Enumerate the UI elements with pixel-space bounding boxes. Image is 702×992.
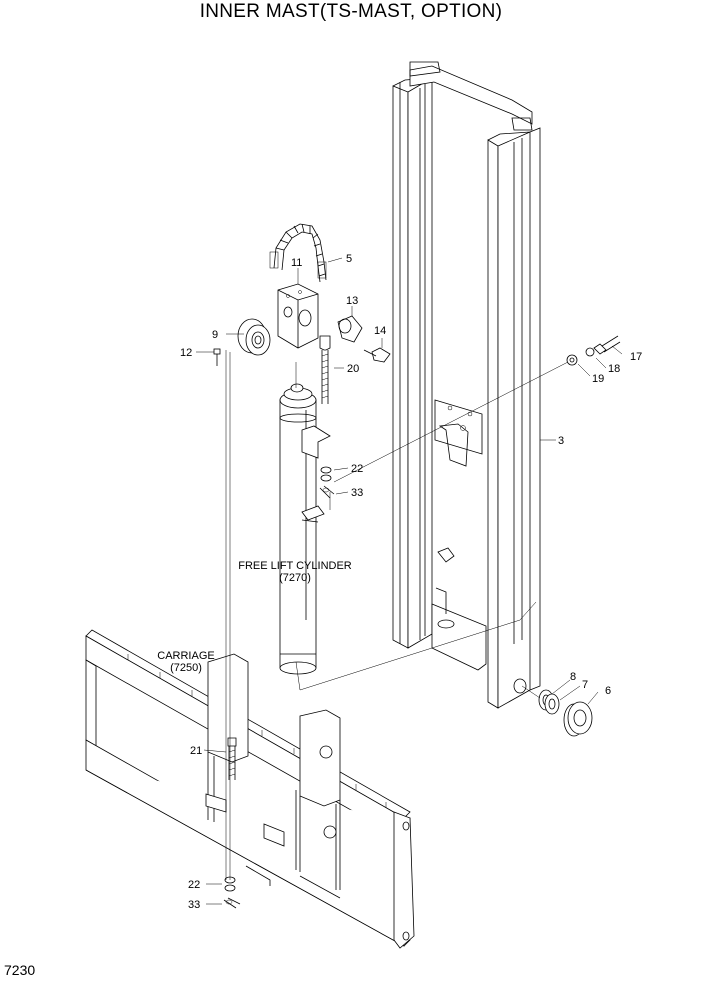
callout-5: 5 <box>346 253 352 265</box>
washer-19 <box>566 354 578 366</box>
sheave-wheel <box>237 318 271 356</box>
pin-33-upper <box>319 485 335 499</box>
bolt-12 <box>213 348 221 366</box>
assembly-lines <box>225 350 569 880</box>
pin-33-lower <box>223 897 241 909</box>
chain-sheave-bracket <box>277 283 319 349</box>
callout-8: 8 <box>570 671 576 683</box>
callout-9: 9 <box>212 329 218 341</box>
carriage <box>85 629 415 949</box>
label-free-lift-cylinder: FREE LIFT CYLINDER <box>238 560 352 572</box>
lift-chain <box>269 223 327 283</box>
chain-clamp <box>337 315 363 343</box>
roller-bearing-6 <box>563 701 593 737</box>
callout-18: 18 <box>608 363 620 375</box>
callout-numbers: 3 5 11 9 12 13 14 20 22 33 17 18 19 8 7 … <box>180 253 642 911</box>
callout-11: 11 <box>291 257 302 269</box>
label-carriage-ref: (7250) <box>170 662 202 674</box>
label-free-lift-cylinder-ref: (7270) <box>279 572 311 584</box>
chain-anchor-bolt <box>319 335 331 404</box>
callout-14: 14 <box>374 325 386 337</box>
inner-mast <box>392 61 541 709</box>
callout-33-lower: 33 <box>188 899 200 911</box>
washer-18 <box>585 347 595 357</box>
diagram-labels: FREE LIFT CYLINDER (7270) CARRIAGE (7250… <box>157 560 352 674</box>
page-number: 7230 <box>4 962 36 978</box>
bolt-14 <box>363 347 391 363</box>
callout-22-lower: 22 <box>188 879 200 891</box>
callout-20: 20 <box>347 363 359 375</box>
nut-22-upper <box>320 466 332 482</box>
callout-33-upper: 33 <box>351 487 363 499</box>
free-lift-cylinder <box>279 383 331 675</box>
callout-6: 6 <box>605 685 611 697</box>
callout-19: 19 <box>592 373 604 385</box>
label-carriage: CARRIAGE <box>157 650 214 662</box>
shim-7 <box>544 693 560 715</box>
callout-12: 12 <box>180 347 192 359</box>
bolt-17 <box>593 335 621 355</box>
callout-17: 17 <box>630 351 642 363</box>
leader-lines <box>196 257 623 905</box>
callout-21: 21 <box>190 745 202 757</box>
callout-13: 13 <box>346 295 358 307</box>
callout-3: 3 <box>558 435 564 447</box>
callout-22-upper: 22 <box>351 463 363 475</box>
callout-7: 7 <box>582 679 588 691</box>
page-title: INNER MAST(TS-MAST, OPTION) <box>199 1 503 22</box>
